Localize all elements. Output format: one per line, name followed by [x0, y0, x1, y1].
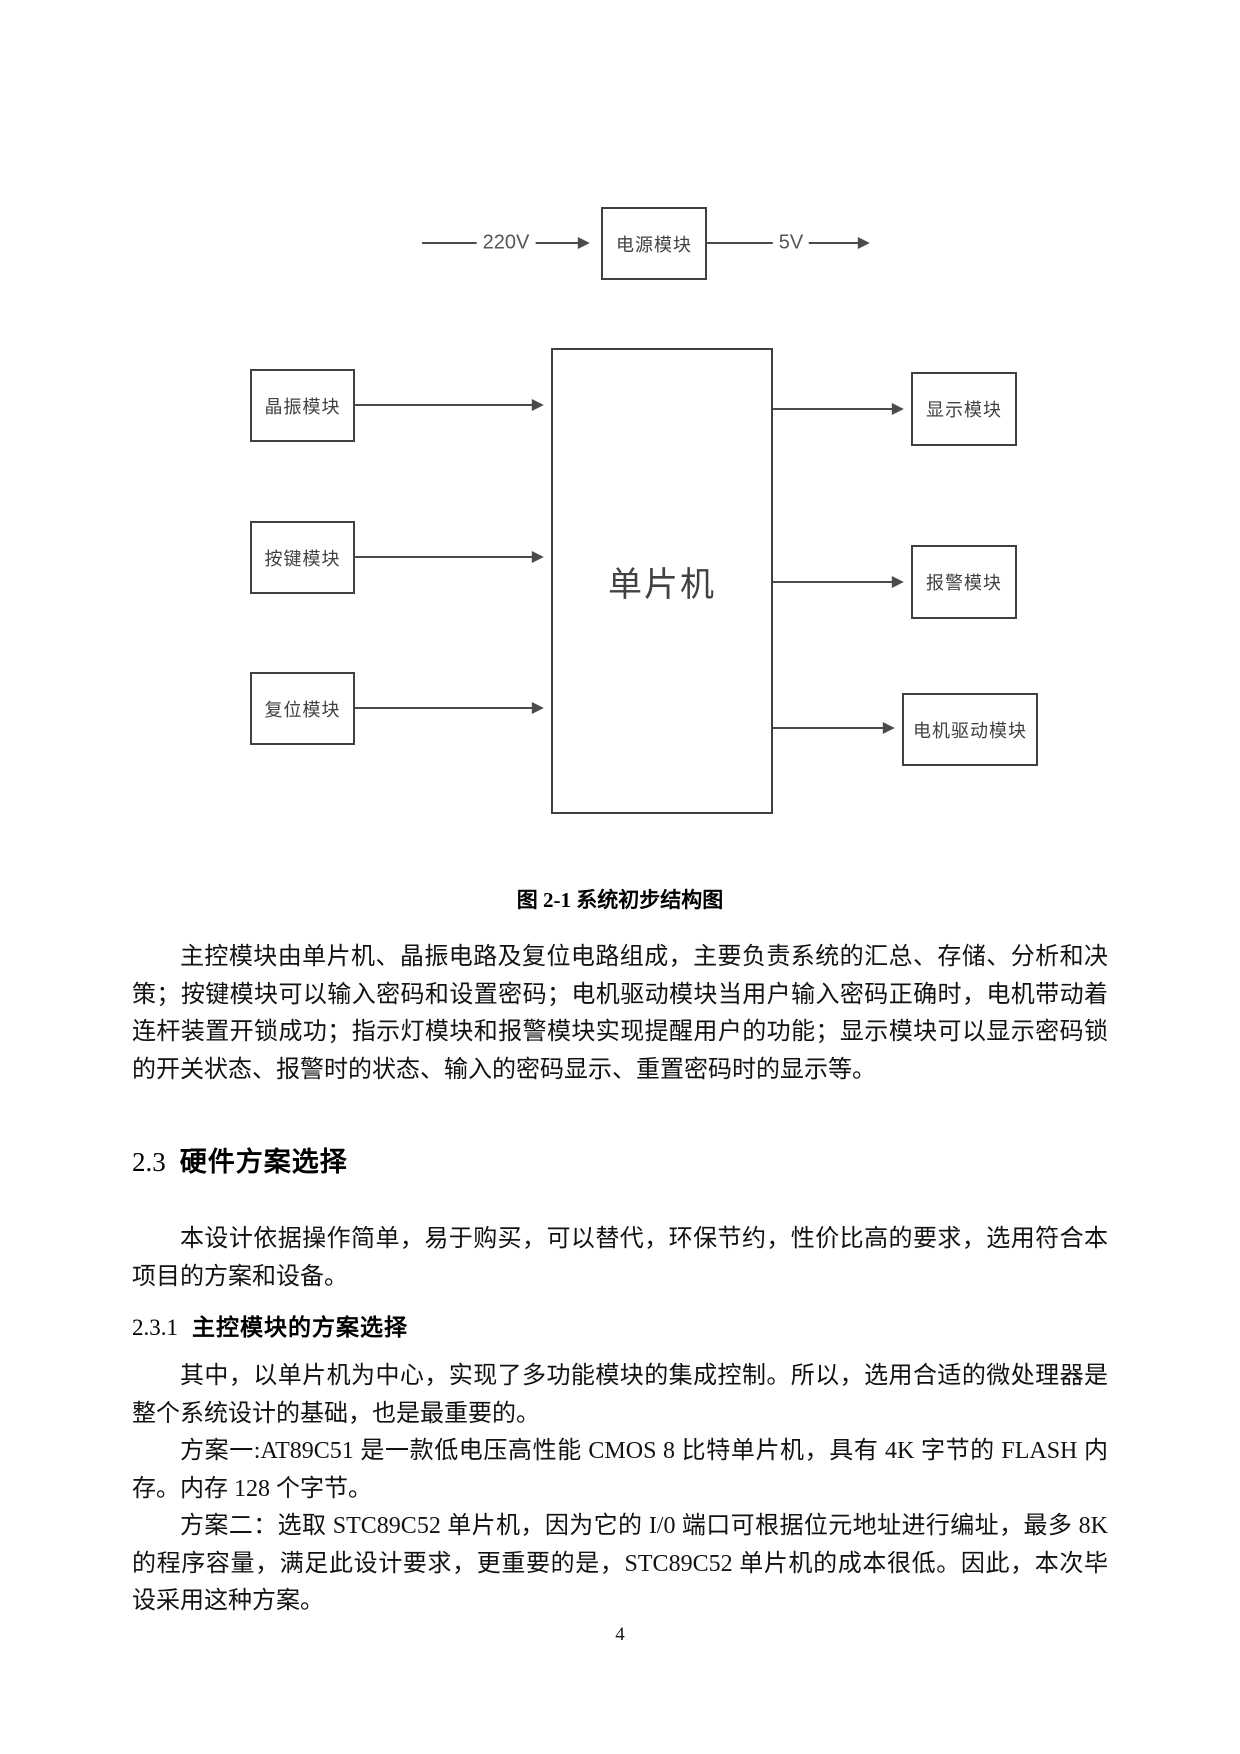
paragraph-plan-one: 方案一:AT89C51 是一款低电压高性能 CMOS 8 比特单片机，具有 4K…	[132, 1438, 1108, 1502]
paragraph-plan-two: 方案二：选取 STC89C52 单片机，因为它的 I/0 端口可根据位元地址进行…	[132, 1513, 1108, 1614]
mcu-box: 单片机	[551, 348, 773, 814]
wire-label-5v: 5V	[772, 231, 810, 255]
text-column: 主控模块由单片机、晶振电路及复位电路组成，主要负责系统的汇总、存储、分析和决策；…	[132, 939, 1108, 1621]
section-title: 硬件方案选择	[179, 1147, 348, 1177]
section-heading-2-3: 2.3 硬件方案选择	[132, 1143, 1108, 1181]
alarm-module-box: 报警模块	[911, 545, 1017, 619]
paragraph-2-3-1-intro: 其中，以单片机为中心，实现了多功能模块的集成控制。所以，选用合适的微处理器是整个…	[132, 1363, 1108, 1427]
figure-caption: 图 2-1 系统初步结构图	[516, 888, 724, 912]
section-heading-2-3-1: 2.3.1 主控模块的方案选择	[132, 1310, 1108, 1345]
paragraph-2-3: 本设计依据操作简单，易于购买，可以替代，环保节约，性价比高的要求，选用符合本项目…	[132, 1226, 1108, 1290]
section-number: 2.3	[132, 1147, 166, 1177]
subsection-title: 主控模块的方案选择	[192, 1314, 408, 1340]
diagram-connector-lines	[355, 237, 904, 734]
paragraph-system-overview: 主控模块由单片机、晶振电路及复位电路组成，主要负责系统的汇总、存储、分析和决策；…	[132, 944, 1108, 1083]
motor-driver-module-box: 电机驱动模块	[902, 693, 1038, 766]
wire-label-220v: 220V	[476, 231, 536, 255]
display-module-box: 显示模块	[911, 372, 1017, 446]
page-number: 4	[615, 1624, 625, 1645]
crystal-module-box: 晶振模块	[250, 369, 355, 442]
power-module-box: 电源模块	[601, 207, 707, 280]
keypad-module-box: 按键模块	[250, 521, 355, 594]
subsection-number: 2.3.1	[132, 1315, 178, 1340]
reset-module-box: 复位模块	[250, 672, 355, 745]
